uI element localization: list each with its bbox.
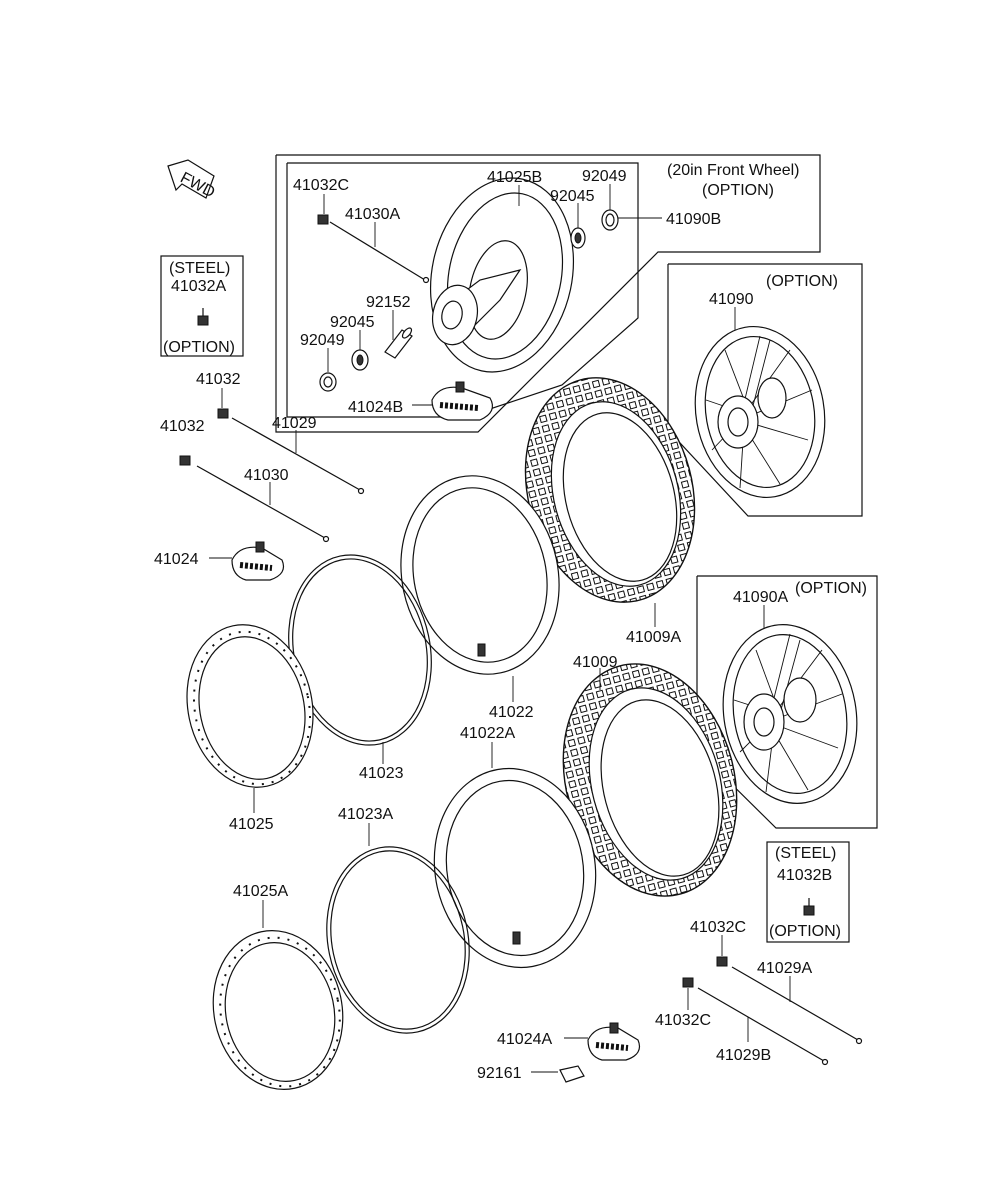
part-92161-weight: [559, 1065, 585, 1083]
box-41090-title: (OPTION): [766, 273, 838, 290]
label-41090b: 41090B: [666, 211, 721, 228]
label-41024a: 41024A: [497, 1031, 552, 1048]
label-92049-left: 92049: [300, 332, 345, 349]
part-41090-spoke-wheel: [694, 325, 826, 499]
steel-box-41032a: (STEEL) 41032A (OPTION): [160, 255, 244, 357]
box-41090a-title: (OPTION): [795, 580, 867, 597]
part-92152-spacer: [384, 327, 413, 359]
part-41090a-spoke-wheel: [722, 624, 858, 804]
part-41032c-nipple: [317, 214, 329, 225]
label-92045-top: 92045: [550, 188, 595, 205]
label-41090a: 41090A: [733, 589, 788, 606]
label-41024b: 41024B: [348, 399, 403, 416]
part-41029a-spoke: [731, 966, 859, 1041]
steel-a-line1: (STEEL): [169, 260, 230, 277]
part-41030-spoke: [196, 465, 326, 539]
steel-b-line2: 41032B: [777, 867, 832, 884]
part-41032c-nipple-right2: [682, 977, 694, 988]
label-41024: 41024: [154, 551, 199, 568]
part-41030a-spoke: [329, 221, 426, 281]
part-41032-nipple-b: [179, 455, 191, 466]
label-41025: 41025: [229, 816, 274, 833]
label-41032c-right2: 41032C: [655, 1012, 711, 1029]
label-41025a: 41025A: [233, 883, 288, 900]
part-41032c-nipple-right1: [716, 956, 728, 967]
part-41025a-rim: [212, 930, 344, 1090]
label-41022: 41022: [489, 704, 534, 721]
steel-b-line1: (STEEL): [775, 845, 836, 862]
front-wheel-option-box: (20in Front Wheel) (OPTION): [275, 154, 821, 433]
label-41009: 41009: [573, 654, 618, 671]
spoke-nipple-icon: [197, 308, 209, 326]
part-41025-rim: [186, 624, 314, 788]
part-41024b-rim-band: [431, 381, 493, 421]
part-41022-inner-tube: [400, 475, 560, 675]
steel-a-line3: (OPTION): [163, 339, 235, 356]
label-41022a: 41022A: [460, 725, 515, 742]
part-41029-spoke: [231, 417, 361, 491]
label-41032-a: 41032: [196, 371, 241, 388]
label-41029b: 41029B: [716, 1047, 771, 1064]
part-92045-bearing-top: [570, 227, 586, 249]
steel-box-41032b: (STEEL) 41032B (OPTION): [766, 841, 850, 943]
label-41023a: 41023A: [338, 806, 393, 823]
label-41030a: 41030A: [345, 206, 400, 223]
label-92152: 92152: [366, 294, 411, 311]
label-92045-left: 92045: [330, 314, 375, 331]
label-41029a: 41029A: [757, 960, 812, 977]
label-41032-b: 41032: [160, 418, 205, 435]
label-41025b: 41025B: [487, 169, 542, 186]
steel-a-line2: 41032A: [171, 278, 226, 295]
label-41029: 41029: [272, 415, 317, 432]
steel-b-line3: (OPTION): [769, 923, 841, 940]
part-41025b-cast-wheel: [429, 177, 575, 373]
front-wheel-title-line1: (20in Front Wheel): [667, 162, 800, 179]
part-92045-bearing-left: [351, 349, 369, 371]
fwd-arrow-icon: FWD: [167, 159, 218, 201]
label-92049-top: 92049: [582, 168, 627, 185]
part-41024-rim-band: [231, 541, 285, 581]
part-41024a-rim-band: [587, 1022, 641, 1061]
label-41023: 41023: [359, 765, 404, 782]
part-41022a-inner-tube: [433, 767, 597, 969]
front-wheel-title-line2: (OPTION): [702, 182, 774, 199]
label-41032c-top: 41032C: [293, 177, 349, 194]
label-92161: 92161: [477, 1065, 522, 1082]
label-41030: 41030: [244, 467, 289, 484]
part-92049-seal-left: [319, 372, 337, 392]
label-41090: 41090: [709, 291, 754, 308]
spoke-nipple-icon: [803, 898, 815, 916]
spoke-wheel-41090-box: (OPTION): [667, 263, 863, 517]
label-41032c-right1: 41032C: [690, 919, 746, 936]
part-92049-seal-top: [601, 209, 619, 231]
label-41009a: 41009A: [626, 629, 681, 646]
part-41029b-spoke: [697, 987, 825, 1062]
part-41032-nipple-a: [217, 408, 229, 419]
part-41023a-rim-band: [326, 846, 470, 1034]
